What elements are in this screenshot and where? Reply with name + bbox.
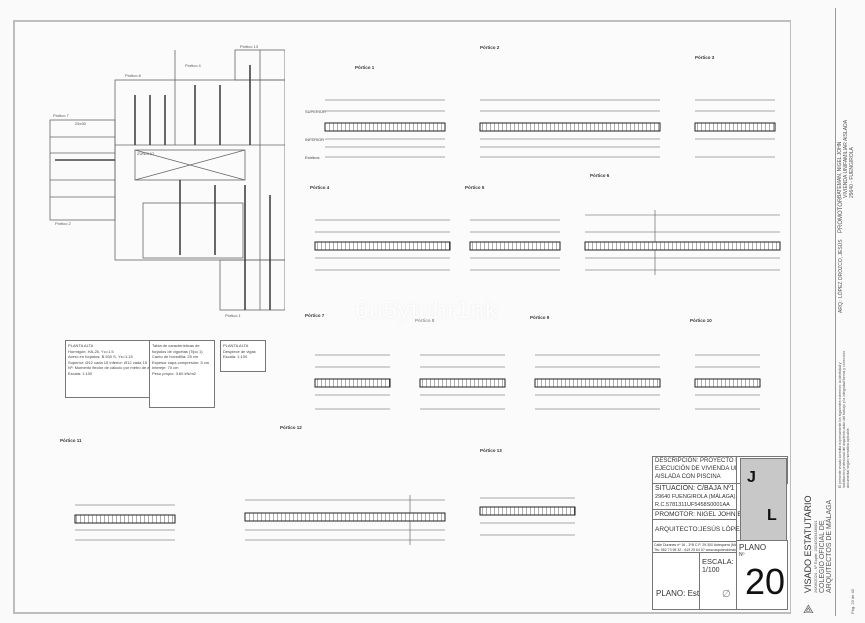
- svg-text:INFERIOR: INFERIOR: [305, 137, 324, 142]
- floor-plan-structure: Pórtico 7 Pórtico 8 Pórtico 4 Pórtico 13…: [25, 44, 291, 325]
- note-forjado-table: Tabla de características de forjados de …: [149, 340, 215, 408]
- tb-escala: ESCALA: 1/100 ∅: [699, 552, 737, 610]
- colegio-logo-icon: ⟁: [803, 602, 814, 616]
- beam-detail-portico-12: Pórtico 12: [225, 425, 450, 565]
- beam-detail-portico-8: Pórtico 8: [410, 318, 510, 415]
- beam-detail-portico-6: Pórtico 6: [580, 173, 785, 275]
- tb-plano: PLANO: Estructura 3: [652, 552, 731, 610]
- note-vigas: PLANTA ALTA Despiece de vigas Escala: 1:…: [220, 340, 266, 372]
- beam-detail-portico-7: Pórtico 7: [305, 313, 395, 415]
- svg-text:Pórtico 1: Pórtico 1: [225, 313, 242, 318]
- tb-plano-number: PLANO Nº 20: [736, 540, 788, 610]
- margin-divider: [835, 8, 836, 616]
- svg-text:Pórtico 13: Pórtico 13: [240, 45, 259, 49]
- plan-drawing: Pórtico 7 Pórtico 8 Pórtico 4 Pórtico 13…: [49, 44, 291, 318]
- north-signature-icon: ∅: [722, 589, 731, 600]
- svg-text:Pórtico 4: Pórtico 4: [185, 63, 202, 68]
- beam-detail-portico-9: Pórtico 9: [525, 315, 665, 415]
- svg-text:Pórtico 8: Pórtico 8: [125, 73, 142, 78]
- beam-detail-portico-4: Pórtico 4: [305, 185, 455, 275]
- tb-arquitecto: ARQUITECTO:JESÚS LÓPEZ OROZCO: [652, 519, 774, 542]
- beam-detail-portico-2: Pórtico 2: [470, 45, 665, 165]
- beam-detail-portico-11: Pórtico 11: [60, 438, 180, 565]
- beam-detail-portico-5: Pórtico 5: [460, 185, 565, 275]
- tb-descripcion: DESCRIPCIÓN: PROYECTO BÁSICO Y DE EJECUC…: [652, 456, 773, 484]
- tb-situacion: SITUACIÓN: C/BAJA Nº1 29640 FUENGIROLA (…: [652, 483, 737, 510]
- beam-detail-portico-13: Pórtico 13: [470, 448, 580, 555]
- beam-detail-portico-10: Pórtico 10: [685, 318, 765, 415]
- note-planta-alta: PLANTA ALTA Hormigón: HA-25, Yc=1.5 Acer…: [65, 340, 163, 398]
- svg-text:SUPERIOR: SUPERIOR: [305, 109, 326, 114]
- svg-text:ZUNCHO: ZUNCHO: [137, 151, 154, 156]
- svg-text:25x30: 25x30: [75, 121, 87, 126]
- beam-detail-portico-3: Pórtico 3: [685, 55, 780, 165]
- plan-label: Pórtico 7: [53, 113, 70, 118]
- svg-text:Pórtico 2: Pórtico 2: [55, 221, 72, 226]
- svg-text:Estribos: Estribos: [305, 155, 319, 160]
- visado-margin: PROMOTOR BATEMAN, NIGEL JOHN VIVIENDA UN…: [795, 8, 861, 616]
- architect-logo: J L: [740, 458, 787, 542]
- watermark: 6u5ytuhr1nk: [355, 297, 499, 324]
